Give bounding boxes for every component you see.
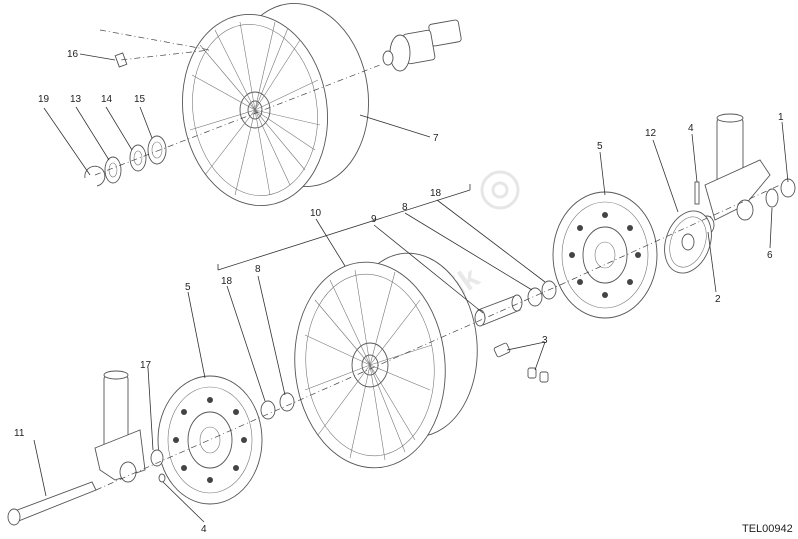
rear-small-parts [84,52,167,187]
callouts: 1 2 3 4 4 5 5 6 7 8 8 9 10 11 12 13 14 1… [14,49,789,535]
front-axle [7,481,97,526]
rear-axis-line [99,29,211,61]
watermark-gear-icon [480,170,520,210]
front-brake-disc-left [157,375,263,505]
group-bracket-line [217,184,471,271]
rear-axis-line-2 [94,64,381,176]
spacers [474,280,557,327]
front-fork-leg [94,370,146,483]
callout-2: 2 [715,294,721,305]
callout-3: 3 [542,335,548,346]
rear-axle [382,19,462,72]
rear-wheel [182,2,369,207]
callout-13: 13 [70,94,82,105]
callout-11: 11 [14,428,25,439]
callout-18-right: 18 [430,188,442,199]
callout-16: 16 [67,49,79,60]
callout-4-front: 4 [201,524,207,535]
callout-19: 19 [38,94,50,105]
callout-10: 10 [310,208,322,219]
front-wheel [294,252,478,469]
right-axis-line [559,184,781,286]
rear-caliper-bracket [694,113,796,235]
rear-brake-disc-small [664,210,712,274]
leader-lines [33,53,789,523]
front-brake-disc-right [552,191,658,319]
callout-8-left: 8 [255,264,261,275]
callout-7: 7 [433,133,439,144]
callout-18-left: 18 [221,276,233,287]
drawing-code: TEL00942 [742,523,793,535]
callout-8-right: 8 [402,202,408,213]
disc-right-bolts [569,212,641,298]
callout-15: 15 [134,94,146,105]
callout-5-right: 5 [597,141,603,152]
front-wheel-spokes [304,269,433,461]
rear-wheel-spokes [189,21,321,196]
callout-6: 6 [767,250,773,261]
callout-5-left: 5 [185,282,191,293]
callout-4-rear: 4 [688,123,694,134]
callout-12: 12 [645,128,657,139]
callout-14: 14 [101,94,113,105]
disc-left-bolts [173,397,247,483]
callout-1: 1 [778,112,784,123]
callout-17: 17 [140,360,152,371]
front-spacers [150,392,295,483]
valve-bolts [493,342,549,383]
callout-9: 9 [371,214,377,225]
